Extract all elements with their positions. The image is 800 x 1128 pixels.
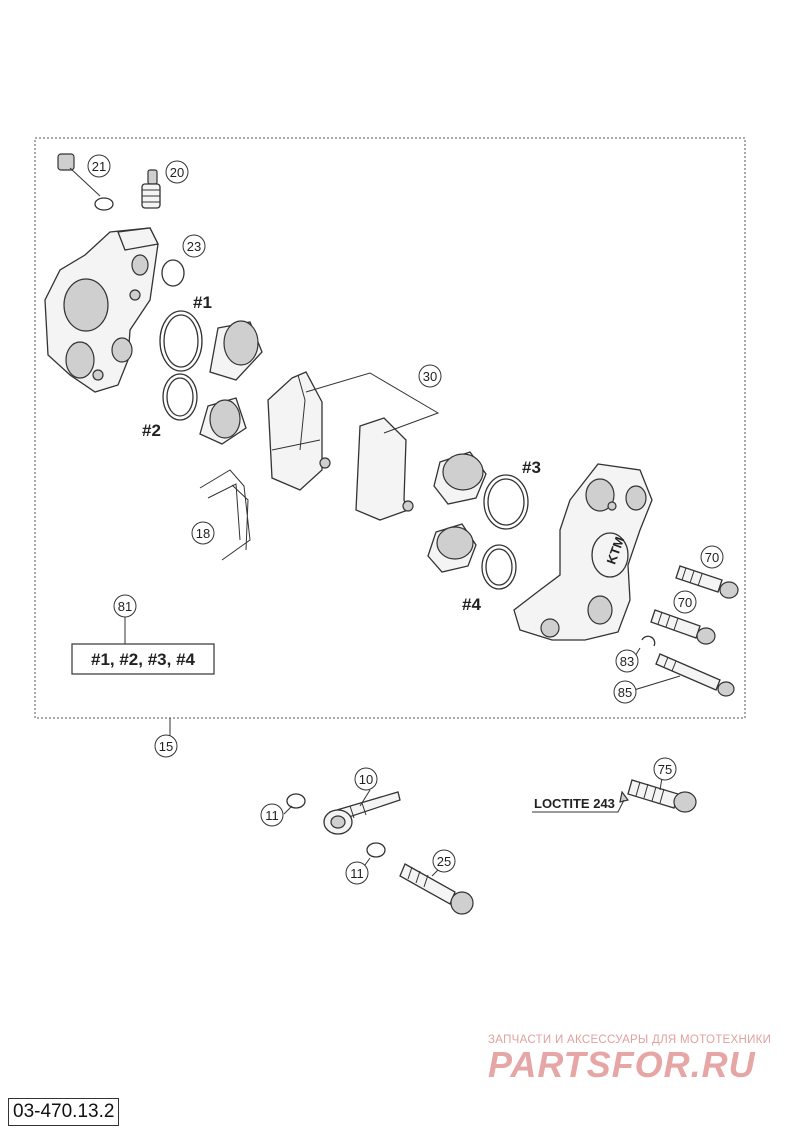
diagram-id-label: 03-470.13.2 bbox=[8, 1098, 120, 1126]
watermark-tagline: ЗАПЧАСТИ И АКСЕССУАРЫ ДЛЯ МОТОТЕХНИКИ bbox=[488, 1034, 772, 1046]
banjo-bolt bbox=[399, 863, 474, 915]
bleeder-cap bbox=[57, 153, 114, 211]
callout-75: 75 bbox=[653, 757, 677, 781]
seal-1 bbox=[159, 310, 203, 372]
callout-21: 21 bbox=[87, 154, 111, 178]
svg-text:18: 18 bbox=[196, 526, 210, 541]
svg-text:30: 30 bbox=[423, 369, 437, 384]
seal-2 bbox=[162, 373, 198, 421]
svg-text:11: 11 bbox=[265, 808, 279, 823]
svg-text:70: 70 bbox=[705, 550, 719, 565]
svg-text:21: 21 bbox=[92, 159, 106, 174]
bolt-70-upper bbox=[675, 565, 739, 599]
seal-4 bbox=[481, 544, 517, 590]
svg-text:20: 20 bbox=[170, 165, 184, 180]
bolt-75 bbox=[619, 779, 697, 813]
brake-pad-rear bbox=[319, 417, 414, 521]
tag-3: #3 bbox=[522, 458, 541, 477]
kit-label-box bbox=[71, 643, 215, 675]
callout-18: 18 bbox=[191, 521, 215, 545]
washer-11-lower bbox=[366, 842, 386, 858]
seal-3 bbox=[483, 474, 529, 530]
svg-text:83: 83 bbox=[620, 654, 634, 669]
kit-boundary bbox=[34, 137, 746, 719]
callout-10: 10 bbox=[354, 767, 378, 791]
o-ring-23 bbox=[161, 259, 185, 287]
svg-text:15: 15 bbox=[159, 739, 173, 754]
piston-4 bbox=[427, 523, 477, 573]
svg-text:81: 81 bbox=[118, 599, 132, 614]
loctite-label: LOCTITE 243 bbox=[534, 796, 615, 811]
brake-hose bbox=[323, 791, 401, 835]
brake-pad-front bbox=[267, 371, 323, 491]
callout-30-leader bbox=[305, 372, 440, 434]
tag-2: #2 bbox=[142, 421, 161, 440]
callout-81: 81 bbox=[113, 594, 137, 618]
spring-clip bbox=[199, 469, 251, 561]
callout-70-lower: 70 bbox=[673, 590, 697, 614]
callout-70-upper: 70 bbox=[700, 545, 724, 569]
washer-11-upper bbox=[286, 793, 306, 809]
callout-25: 25 bbox=[432, 849, 456, 873]
kit-label: #1, #2, #3, #4 bbox=[91, 650, 196, 669]
watermark-logo: PARTSFOR.RU bbox=[488, 1044, 756, 1085]
svg-text:85: 85 bbox=[618, 685, 632, 700]
callout-30: 30 bbox=[418, 364, 442, 388]
caliper-left-half bbox=[44, 227, 159, 393]
svg-text:75: 75 bbox=[658, 762, 672, 777]
callout-83: 83 bbox=[615, 649, 639, 673]
tag-1: #1 bbox=[193, 293, 212, 312]
pin-85 bbox=[655, 653, 735, 697]
callout-23: 23 bbox=[182, 234, 206, 258]
callout-11-upper: 11 bbox=[260, 803, 284, 827]
callout-85: 85 bbox=[613, 680, 637, 704]
svg-text:70: 70 bbox=[678, 595, 692, 610]
svg-text:11: 11 bbox=[350, 866, 364, 881]
tag-4: #4 bbox=[462, 595, 481, 614]
piston-2 bbox=[199, 397, 247, 445]
svg-text:25: 25 bbox=[437, 854, 451, 869]
callout-11-lower: 11 bbox=[345, 861, 369, 885]
callout-20: 20 bbox=[165, 160, 189, 184]
svg-text:23: 23 bbox=[187, 239, 201, 254]
svg-text:10: 10 bbox=[359, 772, 373, 787]
piston-1 bbox=[209, 320, 263, 381]
bleed-screw bbox=[141, 169, 161, 209]
bolt-70-lower bbox=[650, 609, 716, 645]
callout-15: 15 bbox=[154, 734, 178, 758]
piston-3 bbox=[433, 451, 487, 505]
caliper-right-half: KTM bbox=[513, 463, 653, 641]
circlip-83 bbox=[641, 635, 656, 647]
